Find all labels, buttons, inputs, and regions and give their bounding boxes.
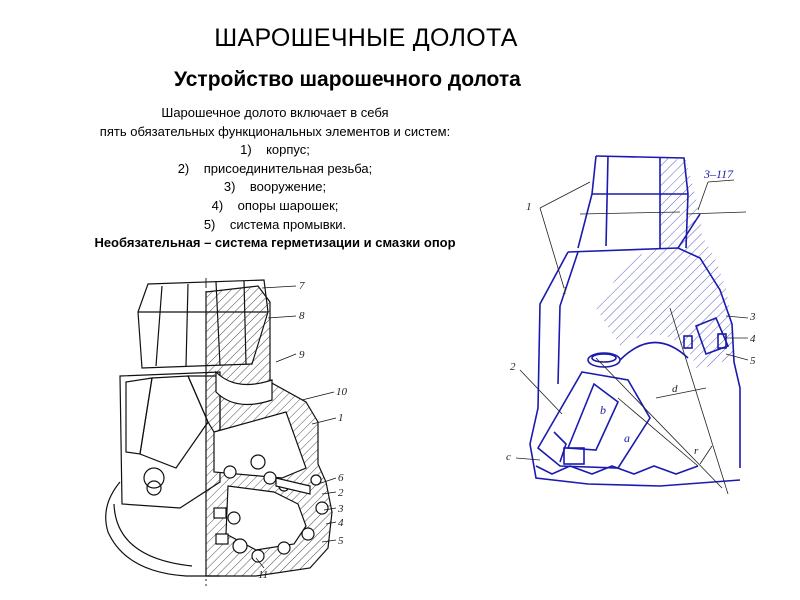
right-callout-2: 2 [510,361,516,373]
element-item-5: 5) система промывки. [203,216,347,232]
right-callout-3: 3 [749,311,756,323]
right-callout-1b: 1 [562,285,568,297]
left-callout-1: 1 [338,412,344,424]
left-callout-11: 11 [258,569,268,581]
left-callout-4: 4 [338,517,344,529]
letter-d: d [672,383,678,395]
left-callout-10: 10 [336,386,348,398]
left-callout-7: 7 [299,280,305,292]
element-item-4: 4) опоры шарошек; [211,197,339,213]
optional-note: Необязательная – система герметизации и … [94,235,456,251]
slide-title: ШАРОШЕЧНЫЕ ДОЛОТА [214,24,518,52]
letter-b: b [600,403,606,417]
letter-a: a [624,431,630,445]
element-item-1: 1) корпус; [240,142,310,158]
right-callout-4: 4 [750,333,756,345]
right-callout-1a: 1 [526,201,532,213]
dimension-label: 3–117 [703,167,734,181]
left-callout-5: 5 [338,535,344,547]
intro-line-1: Шарошечное долото включает в себя [161,105,389,120]
element-item-2: 2) присоединительная резьба; [177,160,373,176]
left-callout-9: 9 [299,349,305,361]
left-callout-3: 3 [337,503,344,515]
description-block: Шарошечное долото включает в себя пять о… [40,104,510,253]
slide-subtitle: Устройство шарошечного долота [174,68,521,91]
left-callout-8: 8 [299,310,305,322]
right-bit-drawing: 3–117 1 1 2 3 4 5 b c d a r [506,155,756,494]
right-callout-5: 5 [750,355,756,367]
element-item-3: 3) вооружение; [223,179,327,195]
left-callout-6: 6 [338,472,344,484]
letter-c: c [506,451,511,463]
left-callout-2: 2 [338,487,344,499]
left-bit-drawing: 7 8 9 10 1 6 2 3 4 5 11 [105,278,348,586]
letter-r: r [694,445,699,457]
intro-line-2: пять обязательных функциональных элемент… [99,123,451,139]
